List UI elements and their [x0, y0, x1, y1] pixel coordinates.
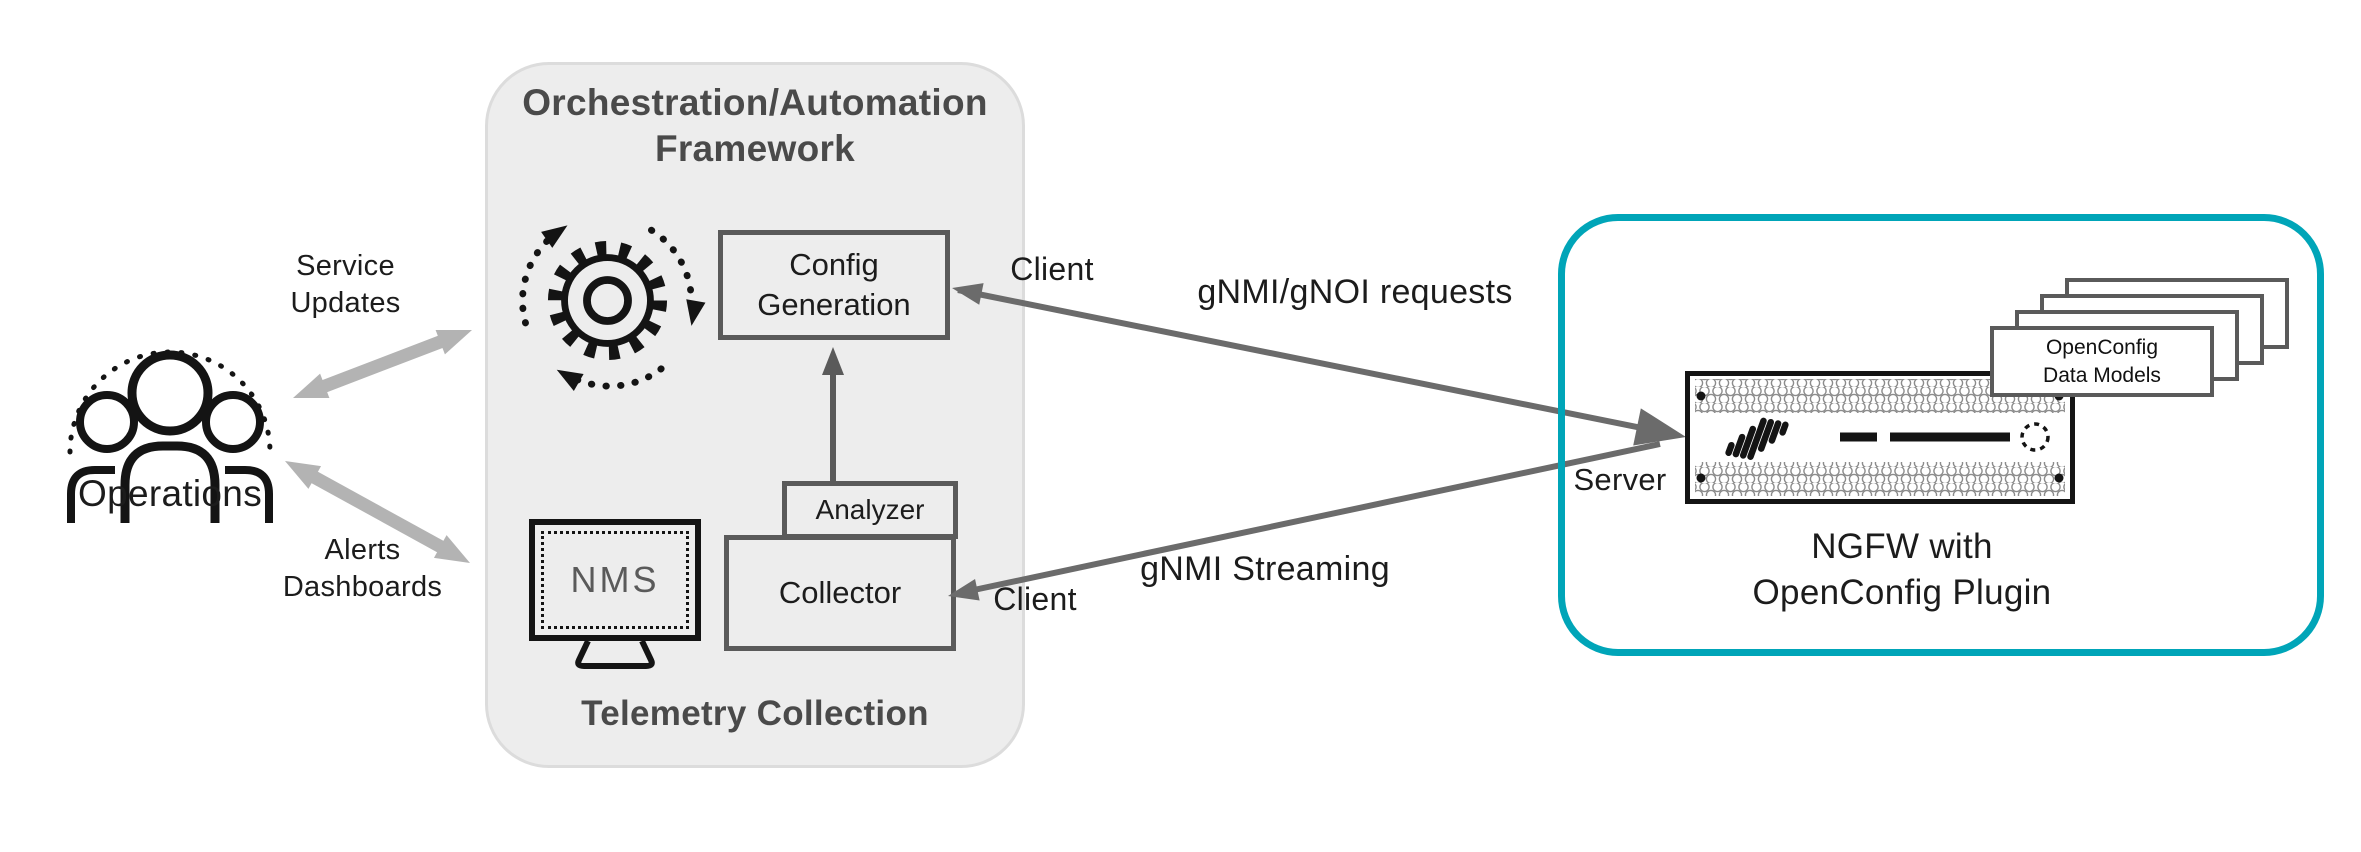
gnmi-streaming-label: gNMI Streaming	[1140, 550, 1390, 588]
nms-label: NMS	[541, 531, 689, 629]
vendor-logo-icon	[1725, 417, 1789, 460]
analyzer-box: Analyzer	[782, 481, 958, 539]
collector-box: Collector	[724, 535, 956, 651]
service-updates-arrow	[293, 330, 472, 398]
vent-grille-bottom	[1695, 462, 2065, 496]
server-label: Server	[1573, 462, 1667, 497]
openconfig-card-front: OpenConfig Data Models	[1990, 326, 2214, 397]
alerts-dashboards-label: Alerts Dashboards	[282, 534, 443, 604]
service-updates-label: Service Updates	[290, 250, 401, 320]
operations-people-icon	[67, 349, 273, 523]
automation-gear-icon	[519, 225, 706, 391]
ngfw-title-line1: NGFW with	[1811, 527, 1993, 566]
nms-monitor-stand-icon	[575, 641, 655, 669]
client-top-label: Client	[1010, 251, 1094, 287]
ngfw-title: NGFW with OpenConfig Plugin	[1692, 524, 2112, 615]
telemetry-collection-label: Telemetry Collection	[581, 694, 929, 733]
config-generation-box: Config Generation	[718, 230, 950, 340]
framework-title-line1: Orchestration/Automation	[522, 82, 988, 123]
framework-title-line2: Framework	[654, 128, 856, 170]
openconfig-card-line1: OpenConfig	[2045, 336, 2159, 360]
operations-label: Operations	[78, 473, 262, 514]
nms-monitor-icon: NMS	[529, 519, 701, 641]
power-button-icon	[2020, 422, 2050, 452]
gnmi-gnoi-requests-label: gNMI/gNOI requests	[1197, 273, 1513, 311]
ngfw-title-line2: OpenConfig Plugin	[1752, 572, 2052, 612]
ngfw-zone-border	[1558, 214, 2324, 656]
openconfig-card-line2: Data Models	[2043, 363, 2161, 387]
framework-title: Orchestration/Automation Framework	[485, 80, 1025, 173]
client-bottom-label: Client	[993, 581, 1077, 617]
